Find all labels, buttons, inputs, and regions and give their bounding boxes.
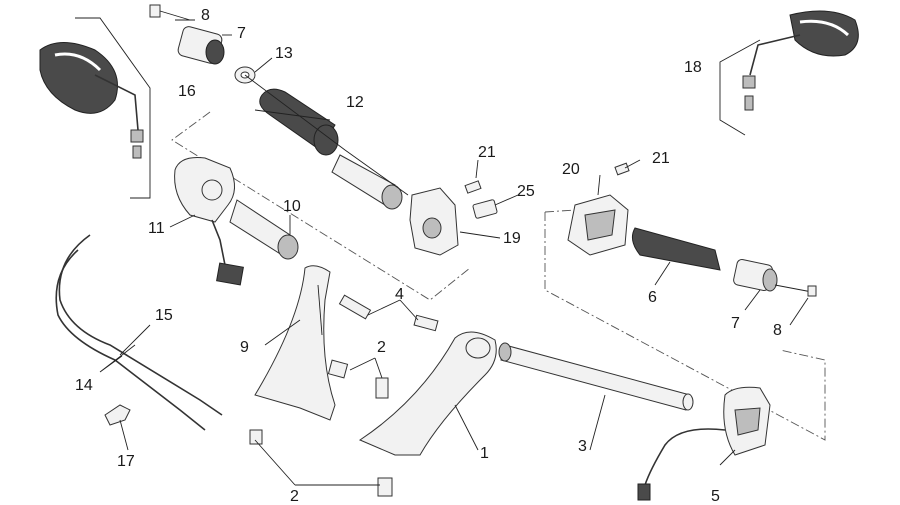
callout-8-right: 8 — [773, 322, 782, 339]
bolts — [249, 294, 439, 497]
callout-numbers: 8 7 13 16 12 18 21 21 20 25 11 10 19 6 7… — [75, 7, 782, 505]
grip-twist-throttle — [244, 74, 409, 210]
callout-7-top: 7 — [237, 25, 246, 42]
callout-2-bottom: 2 — [290, 488, 299, 505]
callout-6: 6 — [648, 289, 657, 306]
callout-17: 17 — [117, 453, 135, 470]
bracket-left — [254, 265, 336, 421]
callout-4: 4 — [395, 286, 404, 303]
callout-19: 19 — [503, 230, 521, 247]
callout-21-center: 21 — [478, 144, 496, 161]
bracket-right — [358, 331, 497, 456]
callout-18: 18 — [684, 59, 702, 76]
callout-3: 3 — [578, 438, 587, 455]
callout-10: 10 — [283, 198, 301, 215]
callout-21-right: 21 — [652, 150, 670, 167]
cable-clip — [104, 404, 131, 426]
callout-5: 5 — [711, 488, 720, 505]
throttle-cables — [55, 234, 223, 431]
callout-12: 12 — [346, 94, 364, 111]
callout-7-right: 7 — [731, 315, 740, 332]
callout-9: 9 — [240, 339, 249, 356]
assembly-boundaries — [171, 111, 826, 441]
right-grip-assembly — [567, 162, 817, 297]
callout-8-top: 8 — [201, 7, 210, 24]
right-switch — [637, 386, 771, 501]
callout-2-mid: 2 — [377, 339, 386, 356]
mirror-left — [39, 17, 151, 199]
callout-25: 25 — [517, 183, 535, 200]
callout-20: 20 — [562, 161, 580, 178]
callout-16: 16 — [178, 83, 196, 100]
callout-15: 15 — [155, 307, 173, 324]
callout-13: 13 — [275, 45, 293, 62]
callout-1: 1 — [480, 445, 489, 462]
leader-lines — [99, 19, 809, 486]
callout-11: 11 — [148, 220, 165, 237]
handlebar-tube — [498, 342, 694, 411]
throttle-housing — [409, 180, 498, 256]
callout-14: 14 — [75, 377, 93, 394]
mirror-right — [719, 10, 859, 136]
left-switch-and-grip — [174, 157, 299, 286]
